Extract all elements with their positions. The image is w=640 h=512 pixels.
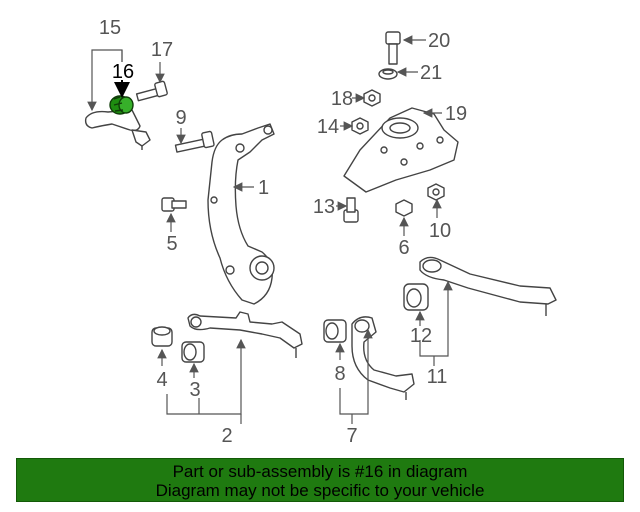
bushing-16[interactable] — [109, 95, 134, 115]
callout-9: 9 — [175, 107, 186, 129]
callout-7: 7 — [346, 425, 357, 447]
nut-14[interactable] — [351, 117, 369, 135]
callout-4: 4 — [156, 369, 167, 391]
bolt-17[interactable] — [135, 80, 168, 102]
callout-14: 14 — [317, 116, 339, 138]
callout-21: 21 — [420, 62, 442, 84]
steering-knuckle-1[interactable] — [207, 123, 275, 305]
banner-line-2: Diagram may not be specific to your vehi… — [155, 481, 485, 500]
callout-17: 17 — [151, 39, 173, 61]
bushing-4[interactable] — [151, 326, 173, 347]
callout-10: 10 — [429, 220, 451, 242]
bolt-5[interactable] — [161, 197, 187, 212]
bolt-9[interactable] — [174, 130, 215, 153]
parts-diagram: 15 16 17 9 1 5 4 3 2 20 21 18 19 14 13 6… — [84, 17, 557, 447]
washer-21[interactable] — [378, 68, 398, 80]
callout-19: 19 — [445, 103, 467, 125]
callout-20: 20 — [428, 30, 450, 52]
bushing-12[interactable] — [403, 283, 429, 311]
callout-16: 16 — [112, 61, 134, 83]
banner-line-1: Part or sub-assembly is #16 in diagram — [172, 462, 468, 481]
nut-18[interactable] — [363, 89, 381, 107]
bushing-8[interactable] — [323, 319, 347, 343]
callout-11: 11 — [427, 366, 448, 388]
callout-8: 8 — [334, 363, 345, 385]
lower-arm-2[interactable] — [187, 311, 303, 358]
info-banner: Part or sub-assembly is #16 in diagram D… — [16, 458, 624, 502]
callout-6: 6 — [398, 237, 409, 259]
bolt-20[interactable] — [385, 31, 401, 65]
callout-13: 13 — [313, 196, 335, 218]
nut-6[interactable] — [395, 199, 413, 217]
callout-5: 5 — [166, 233, 177, 255]
tension-strut-11[interactable] — [419, 256, 557, 316]
callout-2: 2 — [221, 425, 232, 447]
callout-18: 18 — [331, 88, 353, 110]
control-arm-7[interactable] — [351, 316, 415, 400]
callout-3: 3 — [189, 379, 200, 401]
strut-mount-19[interactable] — [343, 107, 459, 193]
nut-10[interactable] — [427, 183, 445, 201]
callout-15: 15 — [99, 17, 121, 39]
upper-control-arm-15[interactable] — [84, 109, 151, 150]
callout-12: 12 — [410, 325, 432, 347]
callout-1: 1 — [258, 177, 269, 199]
bushing-3[interactable] — [181, 341, 205, 363]
bolt-13[interactable] — [343, 197, 359, 223]
